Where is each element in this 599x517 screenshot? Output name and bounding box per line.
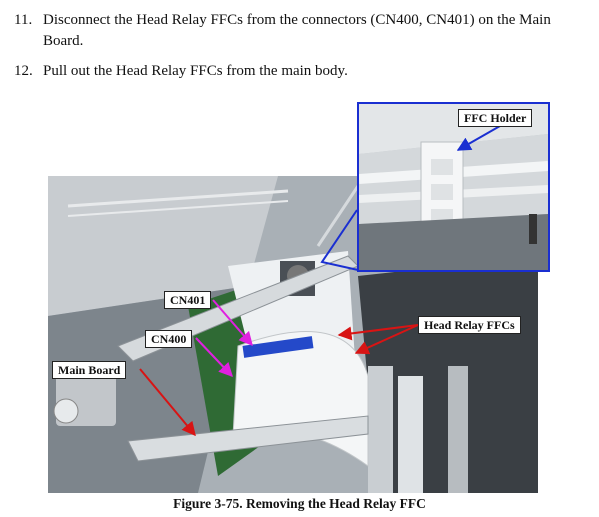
- inset-connector-line: [320, 209, 359, 271]
- callout-cn400: CN400: [145, 330, 193, 348]
- head-relay-ffc-arrow-upper: [337, 324, 419, 341]
- main-board-arrow: [139, 368, 196, 437]
- step-text: Pull out the Head Relay FFCs from the ma…: [43, 63, 348, 79]
- figure-caption: Figure 3-75. Removing the Head Relay FFC: [173, 496, 426, 511]
- ffc-holder-inset-photo: [357, 102, 550, 272]
- callout-ffc-holder: FFC Holder: [458, 109, 533, 127]
- ffc-holder-arrow: [456, 125, 501, 151]
- inset-illustration: [359, 104, 548, 270]
- step-text: Disconnect the Head Relay FFCs from the …: [43, 12, 551, 49]
- callout-main-board: Main Board: [52, 361, 127, 379]
- cn400-arrow: [195, 337, 233, 378]
- callout-head-relay-ffcs: Head Relay FFCs: [418, 316, 521, 334]
- step-number: 12.: [14, 63, 33, 79]
- callout-cn401: CN401: [164, 291, 212, 309]
- cn401-arrow: [212, 299, 253, 347]
- step-number: 11.: [14, 12, 33, 28]
- head-relay-ffc-arrow-lower: [354, 324, 419, 355]
